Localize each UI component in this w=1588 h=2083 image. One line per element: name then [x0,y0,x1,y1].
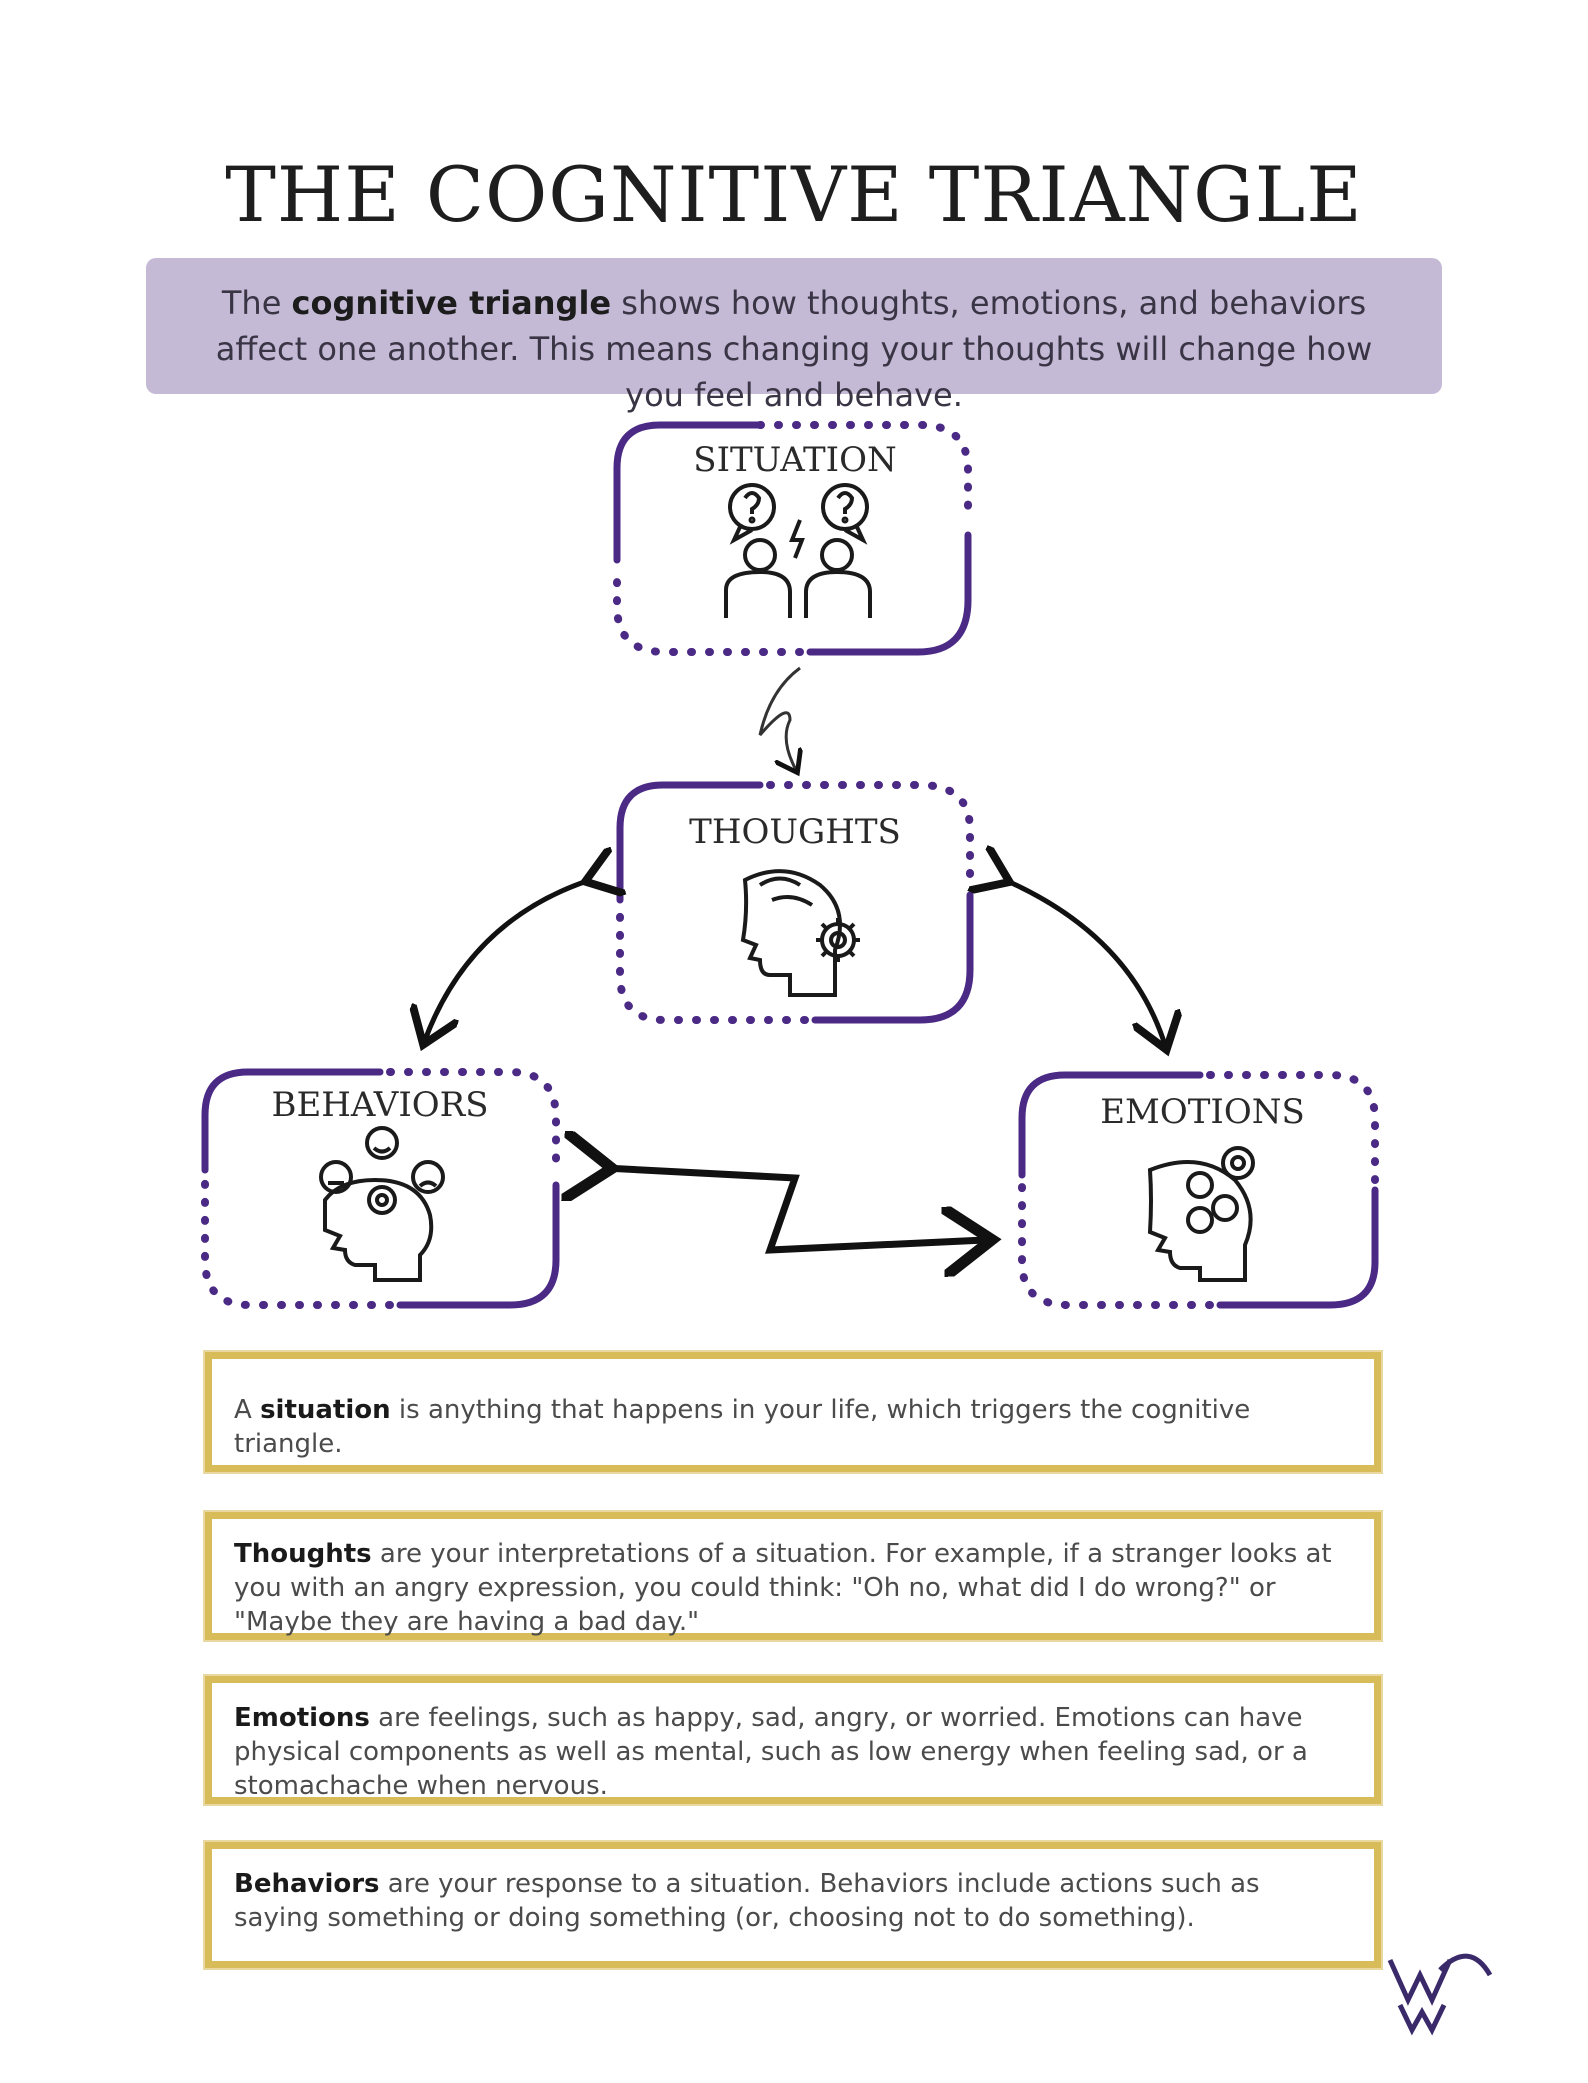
thoughts-desc-text: are your interpretations of a situation.… [234,1539,1332,1637]
situation-box-frame [613,421,972,656]
situation-desc-term: situation [260,1395,391,1425]
behaviors-box-frame [201,1068,560,1309]
wiggle-arrow-icon [758,666,800,770]
situation-description: A situation is anything that happens in … [203,1350,1383,1474]
head-gears-icon [740,869,860,997]
question-people-icon [724,483,872,618]
emotions-desc-text: are feelings, such as happy, sad, angry,… [234,1703,1308,1801]
thoughts-desc-term: Thoughts [234,1539,372,1569]
behaviors-description: Behaviors are your response to a situati… [203,1840,1383,1970]
intro-bold-term: cognitive triangle [291,284,612,322]
head-emotions-icon [1147,1146,1255,1282]
emotions-desc-term: Emotions [234,1703,370,1733]
behaviors-emotions-arrow [605,1168,985,1250]
emotions-description: Emotions are feelings, such as happy, sa… [203,1674,1383,1806]
behaviors-desc-term: Behaviors [234,1869,380,1899]
emotions-label: EMOTIONS [1100,1092,1305,1132]
thoughts-label: THOUGHTS [689,812,901,852]
thoughts-emotions-arrow [1005,880,1165,1045]
situation-desc-prefix: A [234,1395,261,1425]
page-title: THE COGNITIVE TRIANGLE [225,150,1363,239]
intro-text-start: The [221,284,292,322]
intro-text-end: shows how thoughts, emotions, and behavi… [215,284,1373,414]
behaviors-desc-text: are your response to a situation. Behavi… [234,1869,1260,1933]
situation-label: SITUATION [693,440,897,480]
situation-desc-text: is anything that happens in your life, w… [234,1395,1251,1459]
emotions-box-frame [1018,1071,1379,1309]
behaviors-label: BEHAVIORS [271,1085,489,1125]
brand-logo-icon [1387,1953,1493,2036]
intro-banner: The cognitive triangle shows how thought… [146,258,1442,414]
thoughts-description: Thoughts are your interpretations of a s… [203,1510,1383,1642]
thoughts-behaviors-arrow [425,880,590,1040]
head-emotions-icon [319,1126,445,1282]
